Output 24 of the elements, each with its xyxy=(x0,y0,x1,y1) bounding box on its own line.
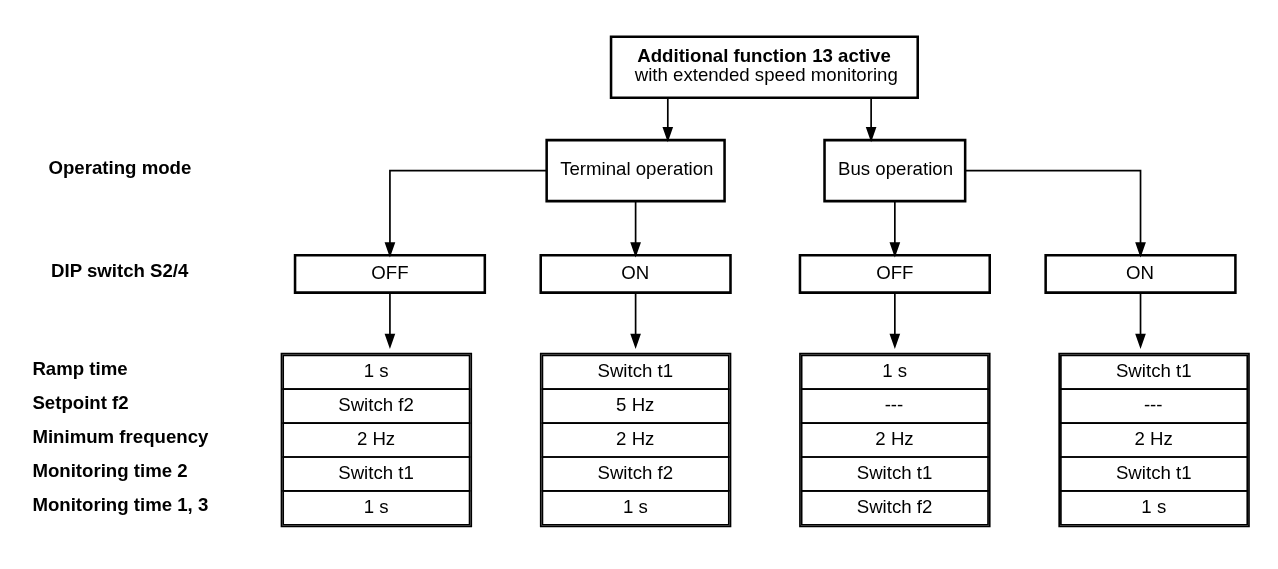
label: Minimum frequency xyxy=(32,425,209,447)
arrow xyxy=(1135,291,1146,349)
node-box: OFF xyxy=(798,253,991,294)
arrow xyxy=(384,169,548,258)
label: Setpoint f2 xyxy=(32,391,129,413)
node-box: OFF xyxy=(293,253,487,294)
node-box: Terminal operation xyxy=(545,138,726,202)
arrow xyxy=(964,169,1146,258)
arrow xyxy=(865,96,877,142)
node-box: Additional function 13 active with extended speed monitoring xyxy=(609,35,919,99)
label: Operating mode xyxy=(48,156,192,178)
label: Ramp time xyxy=(32,357,128,379)
arrow xyxy=(384,291,396,349)
arrow xyxy=(662,96,674,142)
label: Monitoring time 2 xyxy=(32,459,188,481)
label: Monitoring time 1, 3 xyxy=(32,493,209,515)
node-box: ON xyxy=(539,253,732,294)
arrow xyxy=(889,291,901,349)
label: DIP switch S2/4 xyxy=(51,259,189,281)
arrow xyxy=(630,291,641,349)
arrow xyxy=(889,200,901,258)
node-box: Bus operation xyxy=(823,138,967,202)
node-box: ON xyxy=(1044,253,1237,294)
arrow xyxy=(630,200,641,258)
